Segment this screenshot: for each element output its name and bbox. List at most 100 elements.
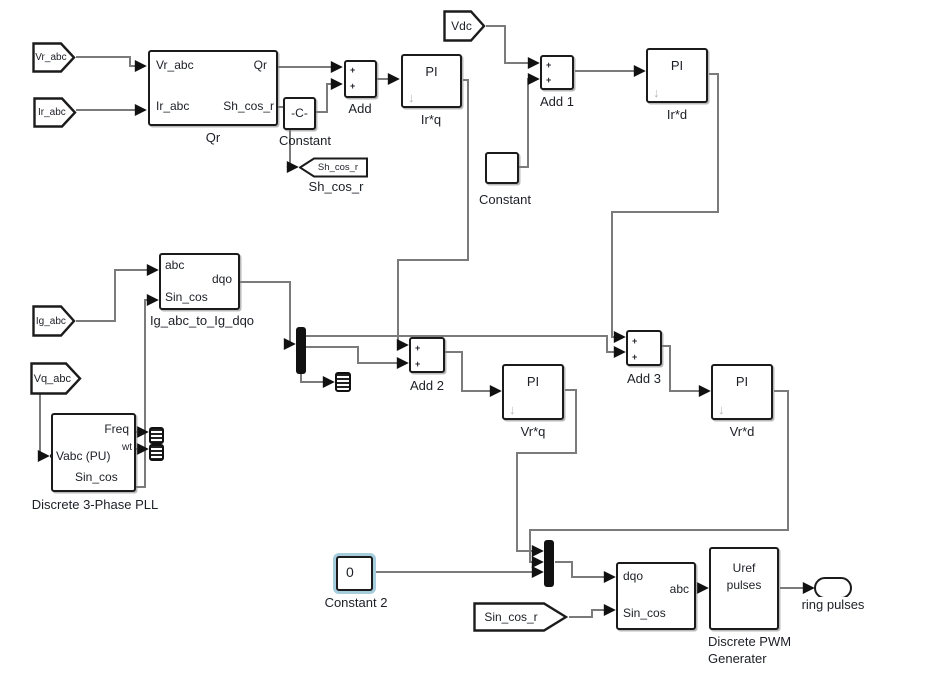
add2-sign-2: + [415,359,421,369]
wire-junction-dot [604,573,612,581]
add3-sign-1: + [632,336,638,346]
ring-pulses-port[interactable] [814,577,852,599]
constant2-block[interactable]: 0 [336,556,373,591]
link-arrow-icon: ↓ [509,402,516,417]
block-label-constant-blank: Constant [478,192,532,207]
block-label-pll: Discrete 3-Phase PLL [31,497,159,512]
port-label-sh-cos-r-out: Sh_cos_r [223,99,274,113]
add1-block[interactable]: + + [540,55,574,90]
constant-c-block[interactable]: -C- [283,97,316,130]
input-tag-label: Vdc [451,19,472,33]
add3-sign-2: + [632,352,638,362]
port-label-freq: Freq [104,422,129,436]
constant2-value: 0 [346,564,354,580]
wire-pi-irq-to-add2 [396,79,469,351]
block-label-add: Add [348,101,372,116]
goto-tag-caption: Sh_cos_r [308,179,364,194]
add3-block[interactable]: + + [626,330,662,366]
ig-abc-to-ig-dqo-block[interactable]: abc dqo Sin_cos [159,253,240,310]
port-label-dqo: dqo [211,272,232,286]
pi-vrq-block[interactable]: PI ↓ [502,364,564,420]
input-tag-vdc[interactable]: Vdc [443,10,486,42]
terminator-block-freq[interactable] [149,427,164,444]
goto-tag-shape [299,157,368,178]
input-tag-vq-abc[interactable]: Vq_abc [30,362,82,395]
block-label-vrq: Vr*q [520,424,546,439]
wire-add2-to-pi-vrq [445,351,502,397]
goto-tag-sh-cos-r[interactable]: Sh_cos_r [299,157,369,178]
block-label-add3: Add 3 [627,371,661,386]
port-label-wt: wt [122,442,132,453]
wire-sin-cos-r-to-dqoabc [569,604,616,618]
wire-pi-vrq-to-mux [516,389,577,557]
wire-demux-to-add3 [306,335,626,358]
port-label-sin-cos-in: Sin_cos [623,606,666,620]
wire-pll-sincos-to-igdqo [136,294,159,488]
block-label-constant: Constant [278,133,332,148]
port-label-vabc-pu: Vabc (PU) [56,449,111,463]
wire-ig-abc-to-igdqo [76,264,159,322]
wire-mux-to-dqoabc [555,561,616,583]
input-tag-shape [32,42,76,73]
port-label-vr-abc: Vr_abc [156,58,194,72]
block-label-irq: Ir*q [420,112,442,127]
pi-irq-block[interactable]: PI ↓ [401,54,462,108]
pi-block-text: PI [670,58,684,73]
block-label-constant2: Constant 2 [324,595,388,610]
block-label-add2: Add 2 [410,378,444,393]
port-label-abc-out: abc [669,582,689,596]
port-label-dqo-in: dqo [623,569,644,583]
block-label-ig-abc-to-ig-dqo: Ig_abc_to_Ig_dqo [149,313,255,328]
pll-block[interactable]: Freq wt Vabc (PU) Sin_cos [51,413,136,492]
qr-subsystem-block[interactable]: Vr_abc Qr Ir_abc Sh_cos_r [148,50,278,126]
terminator-block-wt[interactable] [149,444,164,461]
input-tag-shape [443,10,486,42]
wire-demux-to-terminator [300,374,335,388]
port-label-sin-cos: Sin_cos [165,290,208,304]
wire-vdc-to-add1 [486,25,540,69]
input-tag-label: Vr_abc [35,52,67,63]
port-label-abc: abc [165,258,185,272]
wire-demux-to-add2 [306,346,409,369]
wire-constant-to-add1 [519,73,540,168]
wire-igdqo-to-demux [240,281,296,350]
port-label-sin-cos-out: Sin_cos [75,470,118,484]
add2-block[interactable]: + + [409,337,445,373]
block-label-ird: Ir*d [666,107,688,122]
wire-junction-dot [286,163,294,171]
block-label-ring-pulses: ring pulses [801,597,865,612]
input-tag-label: Vq_abc [33,372,72,385]
wire-vr-abc-to-qr [76,56,147,72]
block-label-pwm-line2: Generater [708,651,767,666]
input-tag-label: Ir_abc [38,107,66,118]
wire-add3-to-pi-vrd [662,345,711,397]
pi-vrd-block[interactable]: PI ↓ [711,364,773,420]
pwm-text-pulses: pulses [726,578,762,592]
input-tag-ir-abc[interactable]: Ir_abc [33,97,77,128]
link-arrow-icon: ↓ [653,85,660,100]
input-tag-shape [30,362,82,395]
link-arrow-icon: ↓ [408,90,415,105]
mux-bar[interactable] [544,540,554,587]
pwm-generator-block[interactable]: Uref pulses [709,547,779,630]
add-block[interactable]: + + [344,60,377,98]
from-tag-sin-cos-r[interactable]: Sin_cos_r [473,602,568,632]
from-tag-shape [473,602,568,632]
add-sign-2: + [350,81,356,91]
dqo-to-abc-block[interactable]: dqo abc Sin_cos [616,562,696,630]
constant-blank-block[interactable] [485,152,519,184]
terminator-block[interactable] [335,372,351,392]
constant-c-value: -C- [291,106,308,120]
input-tag-vr-abc[interactable]: Vr_abc [32,42,76,73]
wire-pi-ird-to-add3 [611,73,719,343]
pwm-text-uref: Uref [732,561,756,575]
add1-sign-1: + [546,60,552,70]
port-label-ir-abc: Ir_abc [156,99,190,113]
block-label-qr: Qr [205,130,221,145]
input-tag-ig-abc[interactable]: Ig_abc [32,305,76,337]
pi-ird-block[interactable]: PI ↓ [646,48,708,103]
demux-bar[interactable] [296,327,306,374]
wire-pi-vrd-to-mux [529,390,789,568]
